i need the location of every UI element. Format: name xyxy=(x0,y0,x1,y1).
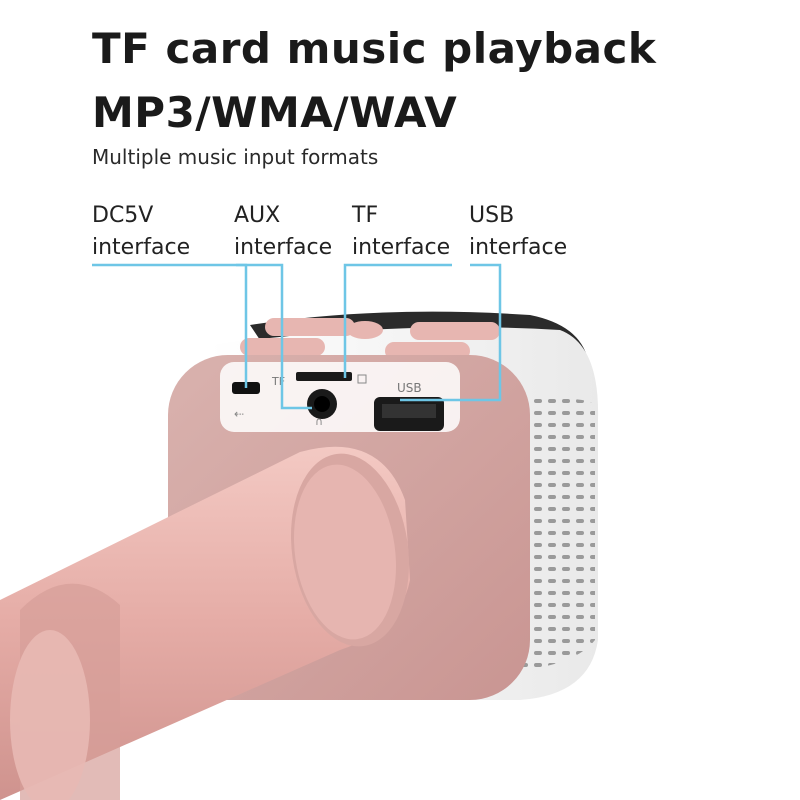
handle-end xyxy=(10,630,90,800)
top-button xyxy=(410,322,500,340)
dc5v-label-line1: DC5V xyxy=(92,203,154,228)
usb-callout-line xyxy=(400,263,502,402)
usb-label-line2: interface xyxy=(469,235,568,260)
aux-callout-line xyxy=(236,263,312,410)
dc5v-label: DC5V interface xyxy=(92,200,190,264)
aux-label-line2: interface xyxy=(234,235,333,260)
aux-label-line1: AUX xyxy=(234,203,281,228)
mode-button xyxy=(347,321,383,339)
headphone-icon: ∩ xyxy=(315,415,323,428)
tf-label-line2: interface xyxy=(352,235,451,260)
tf-slot xyxy=(296,372,352,381)
usb-symbol: ⇠ xyxy=(234,407,244,421)
usb-label: USB interface xyxy=(469,200,567,264)
tf-callout-line xyxy=(343,263,452,378)
callout-lines xyxy=(92,263,502,410)
page-title: TF card music playback xyxy=(92,24,657,73)
usb-label-line1: USB xyxy=(469,203,515,228)
format-title: MP3/WMA/WAV xyxy=(92,88,458,137)
dc5v-label-line2: interface xyxy=(92,235,191,260)
usb-port-marking: USB xyxy=(397,381,422,395)
tf-label-line1: TF xyxy=(352,203,379,228)
top-button xyxy=(265,318,355,336)
tf-label: TF interface xyxy=(352,200,450,264)
aux-label: AUX interface xyxy=(234,200,332,264)
speaker-grille xyxy=(520,398,595,670)
subtitle: Multiple music input formats xyxy=(92,145,379,169)
